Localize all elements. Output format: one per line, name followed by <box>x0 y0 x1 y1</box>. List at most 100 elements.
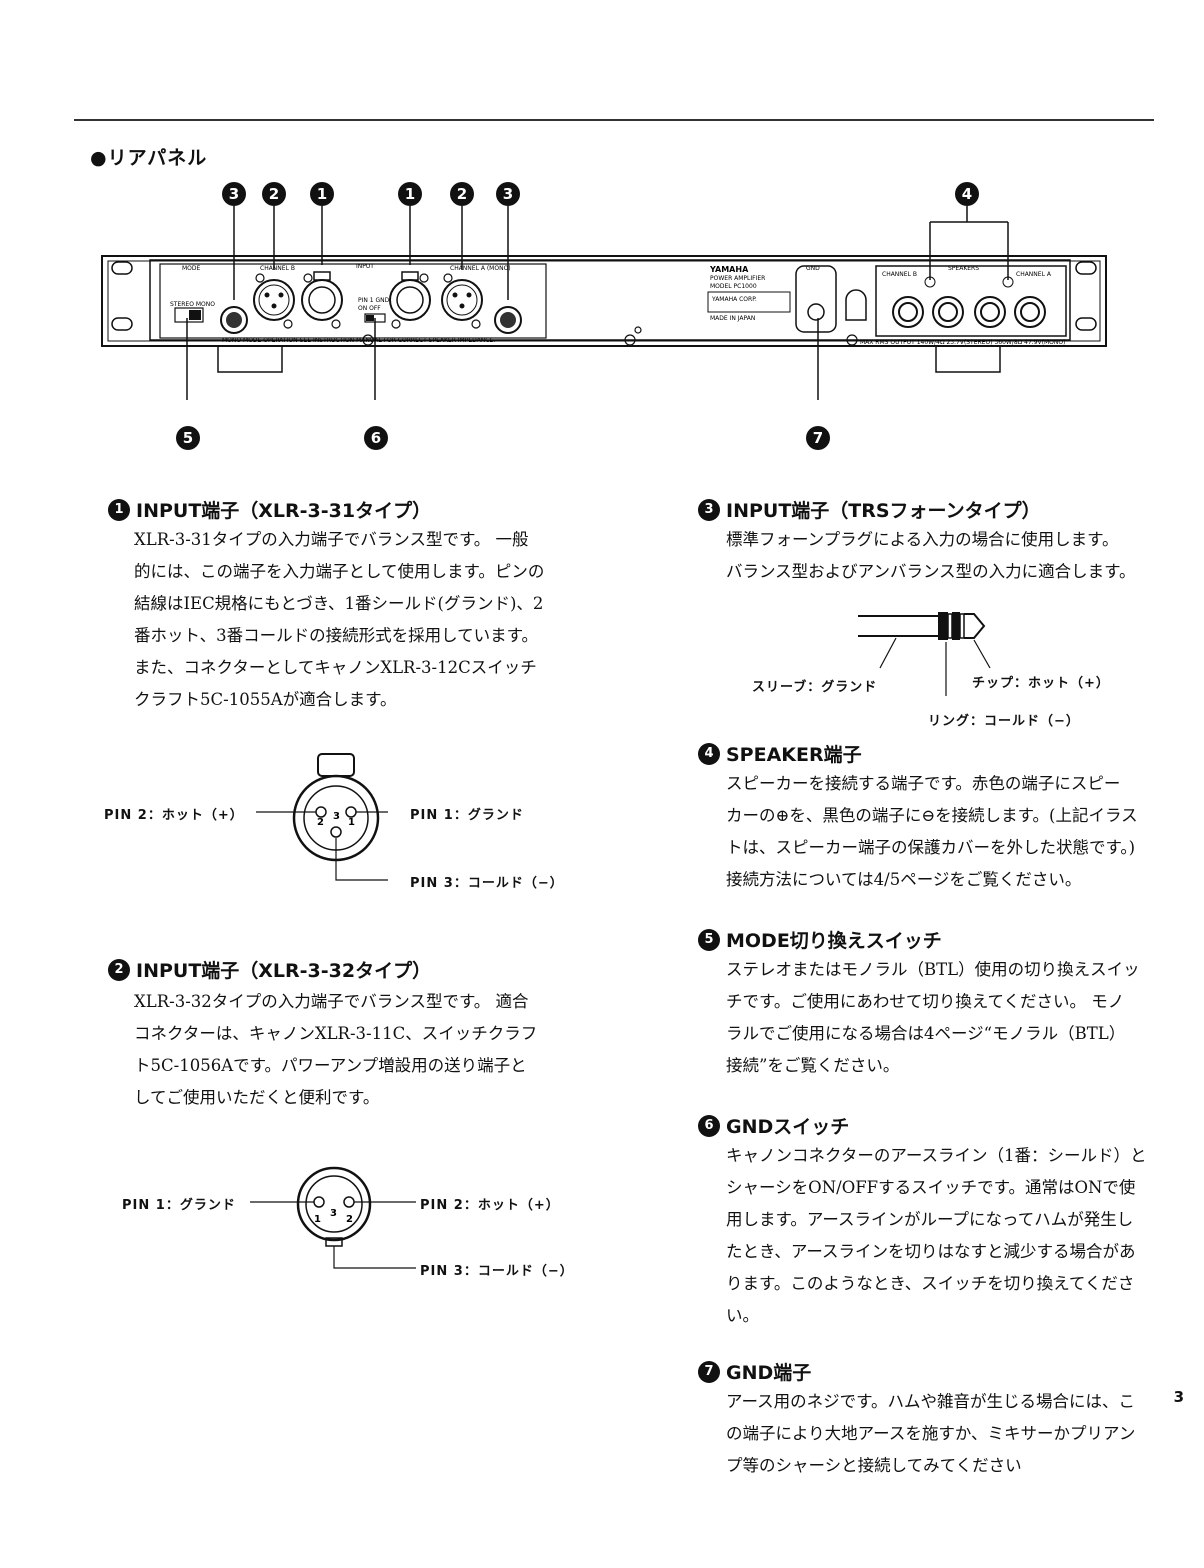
rear-panel-illustration: MODE STEREO MONO CHANNEL B INPUT CHANNEL… <box>101 206 1107 400</box>
item-3-number: 3 <box>698 498 720 521</box>
panel-bottom-note: MONO MODE OPERATION-SEE INSTRUCTION MANU… <box>222 337 495 344</box>
item-2-line: コネクターは、キャノンXLR-3-11C、スイッチクラフ <box>134 1024 538 1043</box>
callout-5: 5 <box>176 426 200 450</box>
panel-speakers-channel-a: CHANNEL A <box>1016 271 1052 278</box>
item-4-line: トは、スピーカー端子の保護カバーを外した状態です。) <box>726 838 1136 857</box>
item-5-title: MODE切り換えスイッチ <box>726 930 942 952</box>
item-5-number: 5 <box>698 928 720 951</box>
callout-2-left: 2 <box>262 182 286 206</box>
panel-on-off: ON OFF <box>358 305 381 312</box>
callout-1-left: 1 <box>310 182 334 206</box>
panel-model-line1: POWER AMPLIFIER <box>710 275 765 282</box>
xlr-female-left-label: PIN 2：ホット（+） <box>104 808 244 823</box>
xlr-female-right-label: PIN 1：グランド <box>410 808 524 823</box>
item-6-body: キャノンコネクターのアースライン（1番：シールド）と シャーシをON/OFFする… <box>726 1140 1176 1332</box>
item-2-title: INPUT端子（XLR-3-32タイプ） <box>136 960 432 982</box>
panel-speakers-label: SPEAKERS <box>948 265 979 272</box>
panel-model-line2: MODEL PC1000 <box>710 283 757 290</box>
item-1-line: XLR-3-31タイプの入力端子でバランス型です。 一般 <box>134 530 529 549</box>
xlr-male-diagram: 1 3 2 <box>250 1166 416 1269</box>
panel-stereo-mono: STEREO MONO <box>170 301 215 308</box>
xlr-female-bottom-label: PIN 3：コールド（−） <box>410 876 564 891</box>
item-2-body: XLR-3-32タイプの入力端子でバランス型です。 適合 コネクターは、キャノン… <box>134 986 604 1114</box>
panel-max-rms: MAX RMS OUTPUT 140W/4Ω 23.7V(STEREO) 360… <box>860 339 1065 346</box>
item-5-line: ラルでご使用になる場合は4ページ“モノラル（BTL） <box>726 1024 1126 1043</box>
item-6-line: たとき、アースラインを切りはなすと減少する場合があ <box>726 1242 1136 1261</box>
item-6-line: キャノンコネクターのアースライン（1番：シールド）と <box>726 1146 1147 1165</box>
item-4-number: 4 <box>698 742 720 765</box>
item-6-line: シャーシをON/OFFするスイッチです。通常はONで使 <box>726 1178 1136 1197</box>
item-5-line: ステレオまたはモノラル（BTL）使用の切り換えスイッ <box>726 960 1140 979</box>
item-3-line: バランス型およびアンバランス型の入力に適合します。 <box>726 562 1136 581</box>
item-6-line: 用します。アースラインがループになってハムが発生し <box>726 1210 1134 1229</box>
trs-sleeve-label: スリーブ：グランド <box>752 680 878 695</box>
item-4-line: カーの⊕を、黒色の端子に⊖を接続します。(上記イラス <box>726 806 1138 825</box>
item-5-heading: 5 MODE切り換えスイッチ <box>698 926 942 953</box>
item-3-line: 標準フォーンプラグによる入力の場合に使用します。 <box>726 530 1119 549</box>
item-7-body: アース用のネジです。ハムや雑音が生じる場合には、こ の端子により大地アースを施す… <box>726 1386 1176 1482</box>
item-1-line: また、コネクターとしてキャノンXLR-3-12Cスイッチ <box>134 658 537 677</box>
panel-input-label: INPUT <box>356 263 374 270</box>
page-number: 3 <box>1173 1388 1184 1406</box>
item-3-title: INPUT端子（TRSフォーンタイプ） <box>726 500 1041 522</box>
item-1-heading: 1 INPUT端子（XLR-3-31タイプ） <box>108 496 431 523</box>
item-4-heading: 4 SPEAKER端子 <box>698 740 862 767</box>
callout-1-right: 1 <box>398 182 422 206</box>
trs-tip-label: チップ：ホット（+） <box>972 676 1110 691</box>
item-1-line: 番ホット、3番コールドの接続形式を採用しています。 <box>134 626 539 645</box>
panel-gnd-label: GND <box>806 265 820 272</box>
item-6-title: GNDスイッチ <box>726 1116 850 1138</box>
item-7-line: アース用のネジです。ハムや雑音が生じる場合には、こ <box>726 1392 1136 1411</box>
item-1-number: 1 <box>108 498 130 521</box>
item-2-heading: 2 INPUT端子（XLR-3-32タイプ） <box>108 956 431 983</box>
item-2-line: してご使用いただくと便利です。 <box>134 1088 380 1107</box>
xlr-male-pin: 1 <box>314 1214 321 1225</box>
callout-3-right: 3 <box>496 182 520 206</box>
item-1-title: INPUT端子（XLR-3-31タイプ） <box>136 500 432 522</box>
panel-channel-a: CHANNEL A (MONO) <box>450 265 511 272</box>
item-4-line: スピーカーを接続する端子です。赤色の端子にスピー <box>726 774 1121 793</box>
xlr-female-pin: 1 <box>348 817 355 828</box>
xlr-female-pin: 3 <box>333 811 340 822</box>
section-title: ●リアパネル <box>90 147 208 169</box>
panel-pin1-gnd: PIN 1 GND <box>358 297 390 304</box>
item-5-line: 接続”をご覧ください。 <box>726 1056 900 1075</box>
item-7-line: の端子により大地アースを施すか、ミキサーかプリアン <box>726 1424 1136 1443</box>
item-7-line: プ等のシャーシと接続してみてください <box>726 1456 1022 1475</box>
item-6-line: ります。このようなとき、スイッチを切り換えてくださ <box>726 1274 1135 1293</box>
xlr-male-left-label: PIN 1：グランド <box>122 1198 236 1213</box>
xlr-male-pin: 3 <box>330 1208 337 1219</box>
trs-plug-diagram <box>858 612 991 696</box>
item-5-line: チです。ご使用にあわせて切り換えてください。 モノ <box>726 992 1125 1011</box>
item-7-number: 7 <box>698 1360 720 1383</box>
xlr-female-diagram: 2 3 1 <box>256 753 388 881</box>
callout-3-left: 3 <box>222 182 246 206</box>
panel-speakers-channel-b: CHANNEL B <box>882 271 917 278</box>
top-rule <box>74 119 1154 121</box>
item-2-number: 2 <box>108 958 130 981</box>
xlr-male-right-label: PIN 2：ホット（+） <box>420 1198 560 1213</box>
item-4-line: 接続方法については4/5ページをご覧ください。 <box>726 870 1082 889</box>
item-2-line: XLR-3-32タイプの入力端子でバランス型です。 適合 <box>134 992 529 1011</box>
item-1-line: クラフト5C-1055Aが適合します。 <box>134 690 397 709</box>
trs-ring-label: リング：コールド（−） <box>928 714 1080 729</box>
item-4-body: スピーカーを接続する端子です。赤色の端子にスピー カーの⊕を、黒色の端子に⊖を接… <box>726 768 1176 896</box>
xlr-female-pin: 2 <box>317 817 324 828</box>
callout-4: 4 <box>955 182 979 206</box>
item-4-title: SPEAKER端子 <box>726 744 862 766</box>
xlr-male-pin: 2 <box>346 1214 353 1225</box>
item-1-line: 的には、この端子を入力端子として使用します。ピンの <box>134 562 545 581</box>
item-2-line: ト5C-1056Aです。パワーアンプ増設用の送り端子と <box>134 1056 527 1075</box>
item-6-number: 6 <box>698 1114 720 1137</box>
xlr-male-bottom-label: PIN 3：コールド（−） <box>420 1264 574 1279</box>
panel-made-in: MADE IN JAPAN <box>710 315 755 322</box>
callout-6: 6 <box>364 426 388 450</box>
item-5-body: ステレオまたはモノラル（BTL）使用の切り換えスイッ チです。ご使用にあわせて切… <box>726 954 1176 1082</box>
item-6-heading: 6 GNDスイッチ <box>698 1112 849 1139</box>
item-7-heading: 7 GND端子 <box>698 1358 811 1385</box>
item-7-title: GND端子 <box>726 1362 812 1384</box>
item-1-body: XLR-3-31タイプの入力端子でバランス型です。 一般 的には、この端子を入力… <box>134 524 604 716</box>
panel-brand: YAMAHA <box>709 265 749 274</box>
callout-2-right: 2 <box>450 182 474 206</box>
item-1-line: 結線はIEC規格にもとづき、1番シールド(グランド)、2 <box>134 594 544 613</box>
